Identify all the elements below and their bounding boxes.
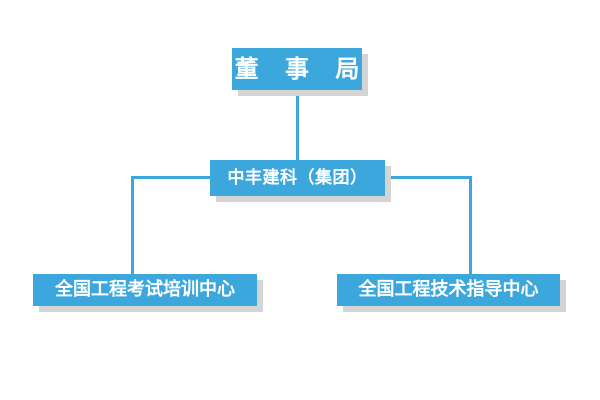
connector-group-to-exam-center-vertical — [131, 176, 134, 274]
org-node-exam-center[interactable]: 全国工程考试培训中心 — [33, 274, 257, 306]
connector-group-to-tech-center-vertical — [469, 176, 472, 274]
org-node-tech-center[interactable]: 全国工程技术指导中心 — [337, 274, 560, 306]
org-node-group[interactable]: 中丰建科（集团） — [210, 160, 385, 196]
org-node-board-label: 董 事 局 — [234, 55, 369, 83]
org-node-exam-center-label: 全国工程考试培训中心 — [55, 279, 235, 300]
connector-group-to-exam-center-horizontal — [131, 176, 210, 179]
connector-group-to-tech-center-horizontal — [385, 176, 472, 179]
connector-board-to-group — [296, 90, 299, 160]
org-node-group-label: 中丰建科（集团） — [227, 167, 368, 188]
org-node-board[interactable]: 董 事 局 — [232, 48, 362, 90]
org-node-tech-center-label: 全国工程技术指导中心 — [358, 279, 539, 300]
